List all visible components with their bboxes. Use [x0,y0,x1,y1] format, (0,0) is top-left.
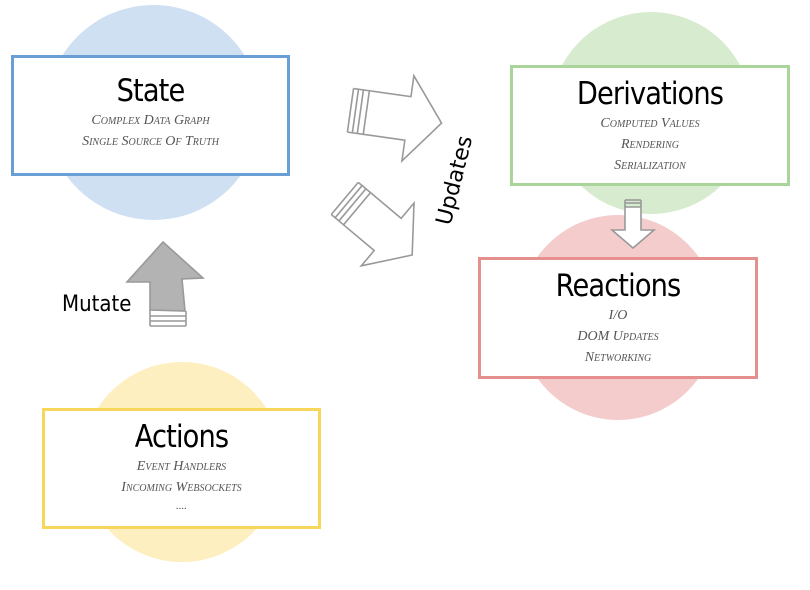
derivations-to-reactions-arrow [609,199,657,250]
derivations-line: Rendering [621,137,679,152]
reactions-line: Networking [584,350,652,365]
derivations-title: Derivations [576,76,724,112]
state-box: State Complex Data Graph Single Source O… [11,55,290,176]
reactions-line: DOM Updates [577,329,659,344]
actions-line: .... [176,500,187,512]
actions-line: Event Handlers [136,459,227,474]
reactions-title: Reactions [555,268,682,304]
mutate-arrow [125,240,205,327]
actions-line: Incoming Websockets [121,480,242,495]
state-title: State [116,73,186,109]
updates-arrow-to-derivations [346,73,443,164]
reactions-line: I/O [608,308,628,323]
derivations-box: Derivations Computed Values Rendering Se… [510,65,790,186]
derivations-line: Serialization [614,158,686,173]
state-line: Single Source Of Truth [82,134,219,149]
state-line: Complex Data Graph [91,113,210,128]
updates-arrow-to-reactions [330,181,415,268]
reactions-box: Reactions I/O DOM Updates Networking [478,257,758,379]
actions-title: Actions [134,419,229,455]
mutate-label: Mutate [62,292,132,317]
actions-box: Actions Event Handlers Incoming Websocke… [42,408,321,529]
derivations-line: Computed Values [600,116,700,131]
